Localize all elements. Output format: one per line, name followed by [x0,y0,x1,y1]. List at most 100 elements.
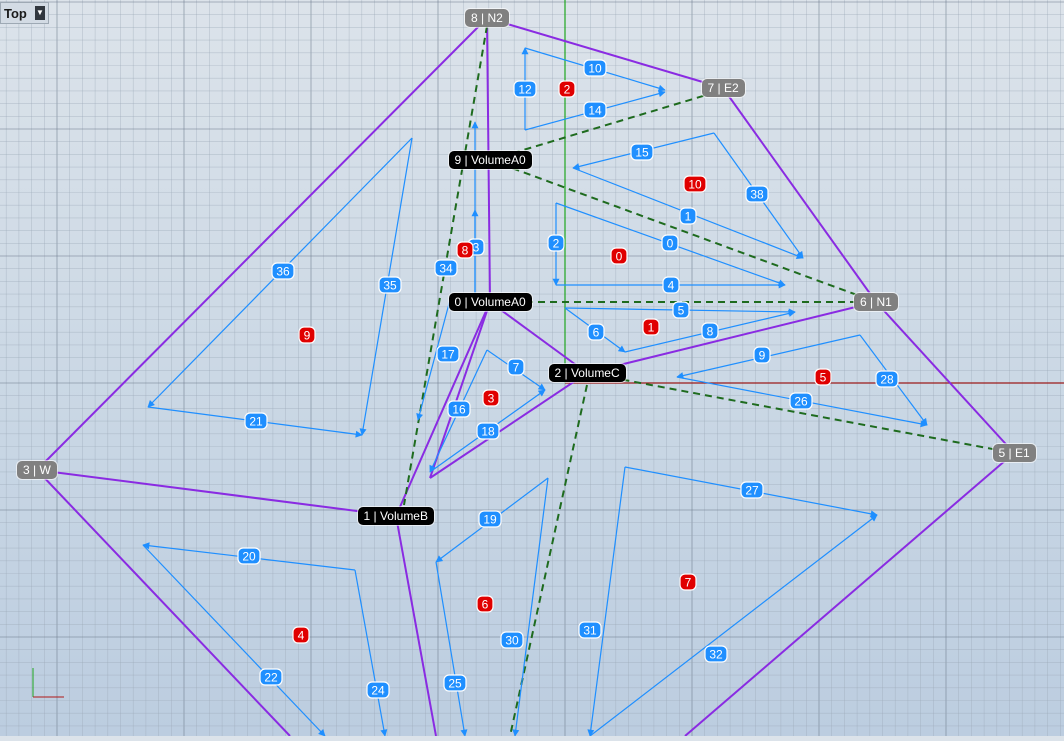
edge-label-text: 17 [441,348,455,362]
edge-label-text: 6 [593,326,600,340]
edge-label-badge [875,370,899,388]
edge-label-36[interactable]: 36 [271,262,295,280]
edge-label-21[interactable]: 21 [244,412,268,430]
edge-label-8[interactable]: 8 [701,322,719,340]
edge-label-12[interactable]: 12 [513,80,537,98]
edge-label-1[interactable]: 1 [679,207,697,225]
edge-label-badge [583,59,607,77]
edge-arrow [512,477,549,737]
volume-edge [429,372,588,479]
face-badge-10[interactable]: 10 [683,175,707,193]
volume-edge [429,301,491,479]
edge-label-25[interactable]: 25 [443,674,467,692]
face-badge-5[interactable]: 5 [814,368,832,386]
edge-arrow [142,544,326,737]
face-badge-8[interactable]: 8 [456,241,474,259]
edge-label-text: 21 [249,415,263,429]
node-tag-e1[interactable]: 5 | E1 [992,444,1036,462]
edge-label-text: 35 [383,279,397,293]
edge-label-16[interactable]: 16 [447,400,471,418]
edge-label-2[interactable]: 2 [547,234,565,252]
edge-label-badge [476,422,500,440]
edge-label-4[interactable]: 4 [662,276,680,294]
viewport-title-button[interactable]: Top ▼ [0,2,49,24]
edge-label-6[interactable]: 6 [587,323,605,341]
volume-edge [36,17,488,471]
edge-label-31[interactable]: 31 [578,621,602,639]
edge-label-32[interactable]: 32 [704,645,728,663]
edge-label-34[interactable]: 34 [434,259,458,277]
volume-edge [36,469,397,517]
edge-label-18[interactable]: 18 [476,422,500,440]
split-line [586,372,1015,454]
face-badge-0[interactable]: 0 [610,247,628,265]
edge-label-text: 4 [668,279,675,293]
node-tag-vb[interactable]: 1 | VolumeB [357,507,434,525]
edge-label-5[interactable]: 5 [672,301,690,319]
edge-label-badge [507,358,525,376]
volume-edge [586,301,877,374]
edge-label-17[interactable]: 17 [436,345,460,363]
node-tag-w[interactable]: 3 | W [17,461,57,479]
edge-label-35[interactable]: 35 [378,276,402,294]
edge-label-badge [701,322,719,340]
edge-label-badge [500,631,524,649]
node-tag-n1[interactable]: 6 | N1 [854,293,898,311]
edge-label-9[interactable]: 9 [753,346,771,364]
face-badge-shape [814,368,832,386]
face-badge-1[interactable]: 1 [642,318,660,336]
edge-label-0[interactable]: 0 [661,234,679,252]
face-badge-2[interactable]: 2 [558,80,576,98]
edge-label-text: 30 [505,634,519,648]
edge-label-badge [547,234,565,252]
node-tag-va0b[interactable]: 0 | VolumeA0 [448,293,532,311]
chevron-down-icon[interactable]: ▼ [35,6,45,20]
face-badge-4[interactable]: 4 [292,626,310,644]
edge-label-14[interactable]: 14 [583,101,607,119]
edge-label-text: 15 [635,146,649,160]
world-axis-icon [32,668,64,698]
edge-label-20[interactable]: 20 [237,547,261,565]
edge-label-15[interactable]: 15 [630,143,654,161]
edge-label-badge [679,207,697,225]
edge-label-38[interactable]: 38 [745,185,769,203]
face-badge-text: 7 [685,576,692,590]
node-tag-n2[interactable]: 8 | N2 [465,9,509,27]
volume-edge [722,87,877,303]
face-badge-text: 2 [564,83,571,97]
edge-label-24[interactable]: 24 [366,681,390,699]
face-badge-6[interactable]: 6 [476,595,494,613]
face-badge-shape [679,573,697,591]
edge-label-badge [447,400,471,418]
node-tag-e2[interactable]: 7 | E2 [701,79,745,97]
node-tag-vc[interactable]: 2 | VolumeC [548,364,626,382]
edge-label-badge [513,80,537,98]
edge-label-27[interactable]: 27 [740,481,764,499]
edge-arrow [435,561,468,737]
face-badge-text: 8 [462,244,469,258]
face-badge-text: 1 [648,321,655,335]
node-tag-va0a[interactable]: 9 | VolumeA0 [448,151,532,169]
face-badge-shape [558,80,576,98]
edge-label-text: 9 [759,349,766,363]
edge-label-28[interactable]: 28 [875,370,899,388]
edge-label-22[interactable]: 22 [259,668,283,686]
edge-label-text: 18 [481,425,495,439]
edge-label-10[interactable]: 10 [583,59,607,77]
edge-label-text: 7 [513,361,520,375]
face-badge-shape [610,247,628,265]
edge-label-badge [662,276,680,294]
face-badge-3[interactable]: 3 [482,389,500,407]
edge-arrow [354,569,388,737]
volume-edge [875,301,1015,454]
edge-label-19[interactable]: 19 [478,510,502,528]
face-badge-9[interactable]: 9 [298,326,316,344]
edge-label-30[interactable]: 30 [500,631,524,649]
edge-label-26[interactable]: 26 [789,392,813,410]
face-badge-7[interactable]: 7 [679,573,697,591]
edge-label-text: 12 [518,83,532,97]
edge-label-7[interactable]: 7 [507,358,525,376]
